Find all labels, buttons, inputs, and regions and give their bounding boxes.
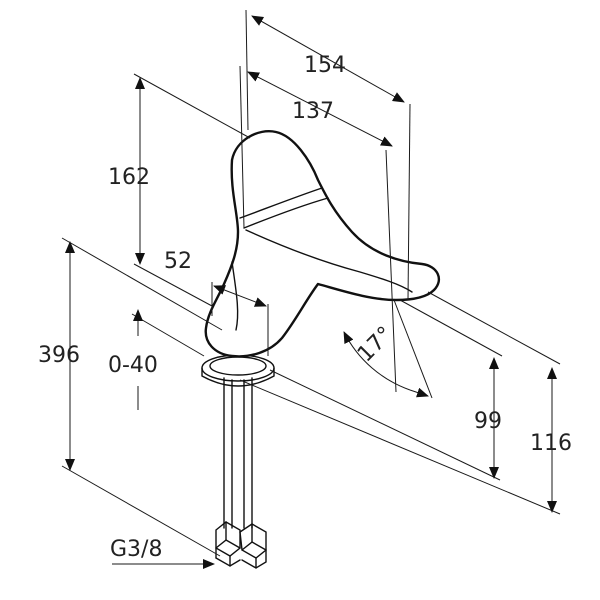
lever-cap-line-2 xyxy=(243,197,329,229)
connection-label: G3/8 xyxy=(110,537,215,569)
dimension-99: 99 xyxy=(269,299,503,481)
dimension-17-degrees: 17° xyxy=(343,299,433,399)
supply-hoses xyxy=(223,377,253,529)
dimension-116: 116 xyxy=(239,291,572,515)
lever-cap-line xyxy=(239,187,323,219)
label-396: 396 xyxy=(38,343,80,368)
label-52: 52 xyxy=(164,249,192,274)
label-99: 99 xyxy=(474,409,502,434)
dimension-162: 162 xyxy=(108,73,251,307)
dimension-396: 396 xyxy=(38,237,223,557)
label-g3-8: G3/8 xyxy=(110,537,162,562)
hose-connectors xyxy=(215,521,267,569)
faucet-body xyxy=(201,130,441,569)
dimension-52: 52 xyxy=(164,249,269,356)
label-162: 162 xyxy=(108,165,150,190)
faucet-outline xyxy=(204,130,441,358)
mounting-ring-inner xyxy=(209,356,267,376)
label-116: 116 xyxy=(530,431,572,456)
label-17-degrees: 17° xyxy=(353,322,398,367)
dimension-0-40: 0-40 xyxy=(108,309,205,410)
label-0-40: 0-40 xyxy=(108,353,158,378)
dimension-137: 137 xyxy=(239,65,397,393)
label-154: 154 xyxy=(304,53,346,78)
spout-contour xyxy=(245,229,413,293)
mounting-ring xyxy=(201,354,275,382)
label-137: 137 xyxy=(292,99,334,124)
mounting-ring-edge xyxy=(201,367,275,387)
